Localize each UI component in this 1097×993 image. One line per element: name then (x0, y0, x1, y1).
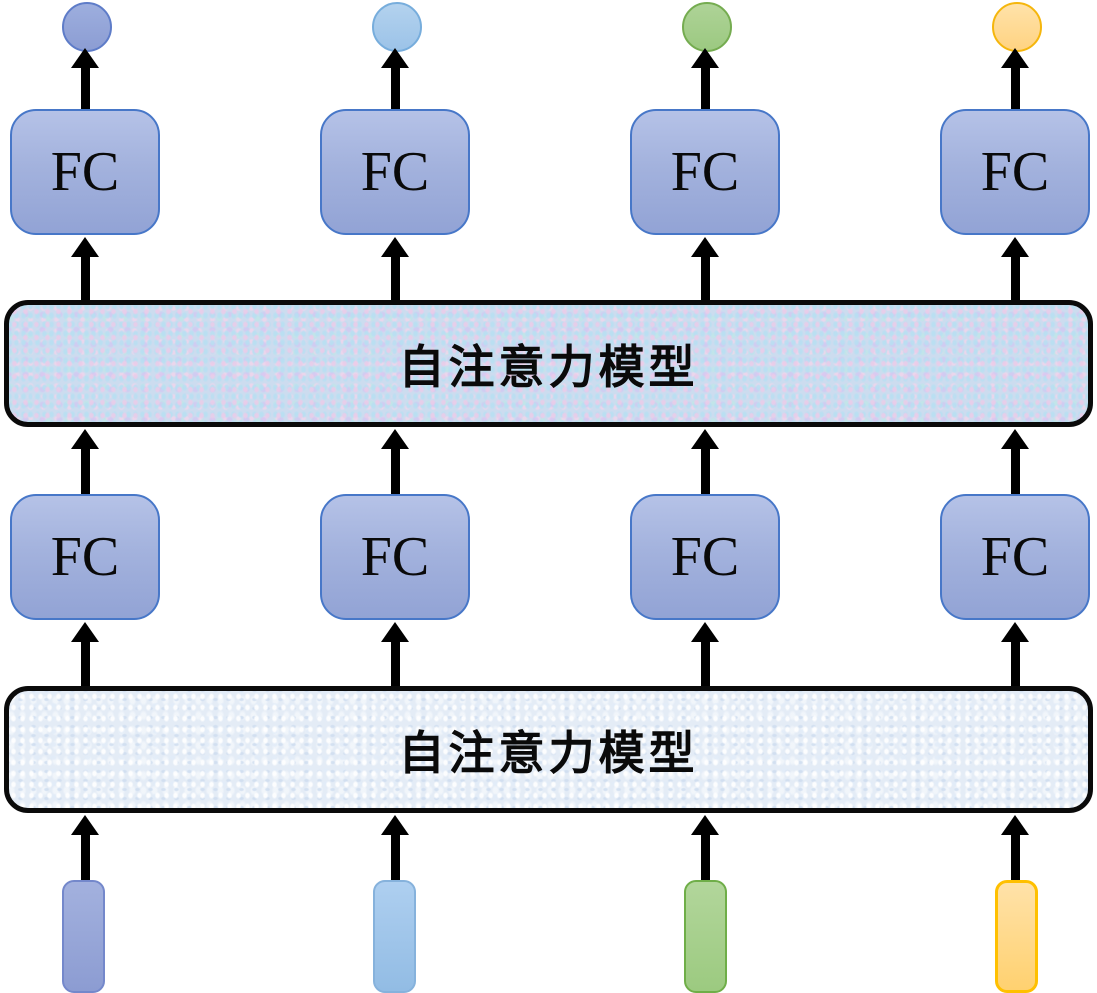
fc-box: FC (10, 494, 160, 620)
arrowhead-icon (71, 48, 99, 68)
up-arrow (381, 622, 409, 686)
arrowhead-icon (1001, 622, 1029, 642)
arrow-shaft (1010, 68, 1020, 110)
up-arrow (381, 48, 409, 110)
input-token-bar-blue (62, 880, 105, 993)
arrowhead-icon (691, 237, 719, 257)
fc-box-label: FC (360, 141, 430, 203)
up-arrow (381, 429, 409, 494)
up-arrow (691, 622, 719, 686)
fc-box-label: FC (360, 526, 430, 588)
input-token-bar-yellow (995, 880, 1038, 993)
arrowhead-icon (1001, 429, 1029, 449)
arrow-shaft (80, 68, 90, 110)
output-token-circle-light-blue (372, 2, 422, 52)
arrow-shaft (390, 68, 400, 110)
up-arrow (691, 48, 719, 110)
fc-box: FC (10, 109, 160, 235)
arrow-shaft (390, 449, 400, 494)
up-arrow (71, 48, 99, 110)
arrowhead-icon (381, 48, 409, 68)
output-token-circle-yellow (992, 2, 1042, 52)
up-arrow (71, 237, 99, 300)
fc-box-label: FC (980, 141, 1050, 203)
fc-box-label: FC (670, 526, 740, 588)
fc-box: FC (320, 494, 470, 620)
arrowhead-icon (381, 429, 409, 449)
arrow-shaft (80, 449, 90, 494)
arrow-shaft (390, 257, 400, 300)
arrow-shaft (80, 835, 90, 880)
fc-box-label: FC (50, 141, 120, 203)
fc-box-label: FC (980, 526, 1050, 588)
arrow-shaft (700, 68, 710, 110)
arrowhead-icon (381, 622, 409, 642)
arrow-shaft (1010, 449, 1020, 494)
arrow-shaft (700, 642, 710, 686)
arrow-shaft (390, 642, 400, 686)
up-arrow (1001, 622, 1029, 686)
fc-box-label: FC (50, 526, 120, 588)
arrowhead-icon (71, 815, 99, 835)
self-attention-label: 自注意力模型 (398, 726, 699, 779)
arrow-shaft (1010, 257, 1020, 300)
fc-box: FC (940, 109, 1090, 235)
arrow-shaft (700, 257, 710, 300)
up-arrow (1001, 237, 1029, 300)
arrow-shaft (1010, 835, 1020, 880)
self-attention-label: 自注意力模型 (398, 340, 699, 393)
up-arrow (1001, 48, 1029, 110)
up-arrow (1001, 815, 1029, 880)
up-arrow (691, 237, 719, 300)
arrowhead-icon (1001, 815, 1029, 835)
fc-box: FC (320, 109, 470, 235)
arrow-shaft (390, 835, 400, 880)
arrowhead-icon (71, 429, 99, 449)
up-arrow (71, 429, 99, 494)
output-token-circle-green (682, 2, 732, 52)
arrowhead-icon (691, 815, 719, 835)
up-arrow (691, 815, 719, 880)
arrow-shaft (700, 449, 710, 494)
arrowhead-icon (381, 815, 409, 835)
output-token-circle-blue (62, 2, 112, 52)
fc-box: FC (630, 494, 780, 620)
arrow-shaft (1010, 642, 1020, 686)
up-arrow (1001, 429, 1029, 494)
up-arrow (381, 815, 409, 880)
arrowhead-icon (381, 237, 409, 257)
arrowhead-icon (691, 622, 719, 642)
arrowhead-icon (71, 622, 99, 642)
arrowhead-icon (691, 48, 719, 68)
arrowhead-icon (691, 429, 719, 449)
arrow-shaft (80, 642, 90, 686)
self-attention-box-lower: 自注意力模型 (4, 686, 1093, 813)
up-arrow (691, 429, 719, 494)
arrowhead-icon (1001, 48, 1029, 68)
fc-box: FC (940, 494, 1090, 620)
arrowhead-icon (1001, 237, 1029, 257)
arrow-shaft (700, 835, 710, 880)
input-token-bar-green (684, 880, 727, 993)
self-attention-box-upper: 自注意力模型 (4, 300, 1093, 427)
arrow-shaft (80, 257, 90, 300)
fc-box-label: FC (670, 141, 740, 203)
up-arrow (71, 815, 99, 880)
up-arrow (381, 237, 409, 300)
up-arrow (71, 622, 99, 686)
fc-box: FC (630, 109, 780, 235)
arrowhead-icon (71, 237, 99, 257)
input-token-bar-light-blue (373, 880, 416, 993)
